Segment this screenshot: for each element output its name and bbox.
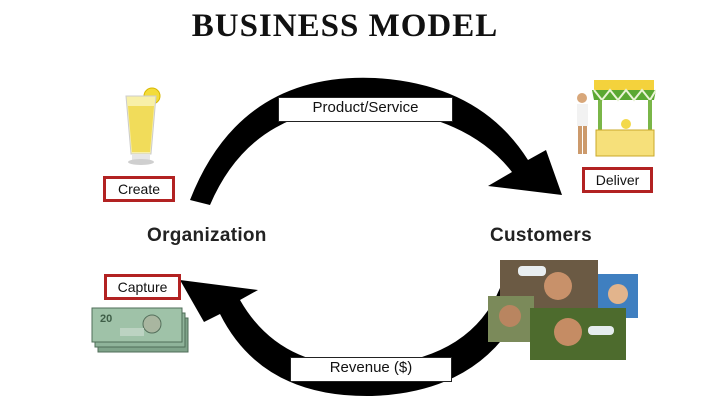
customers-drinking-image	[488, 260, 638, 360]
banknote-value-text: 20	[100, 313, 112, 325]
capture-tag: Capture	[104, 274, 181, 300]
lemonade-glass-image	[125, 87, 161, 165]
organization-label: Organization	[147, 225, 267, 246]
customers-label: Customers	[490, 225, 592, 246]
diagram-title: BUSINESS MODEL	[191, 8, 499, 44]
deliver-tag: Deliver	[582, 167, 653, 193]
banknotes-image: 20	[91, 307, 189, 353]
lemonade-stand-image	[577, 80, 656, 157]
create-tag: Create	[103, 176, 175, 202]
product-service-label: Product/Service	[278, 97, 453, 122]
revenue-label: Revenue ($)	[290, 357, 452, 382]
